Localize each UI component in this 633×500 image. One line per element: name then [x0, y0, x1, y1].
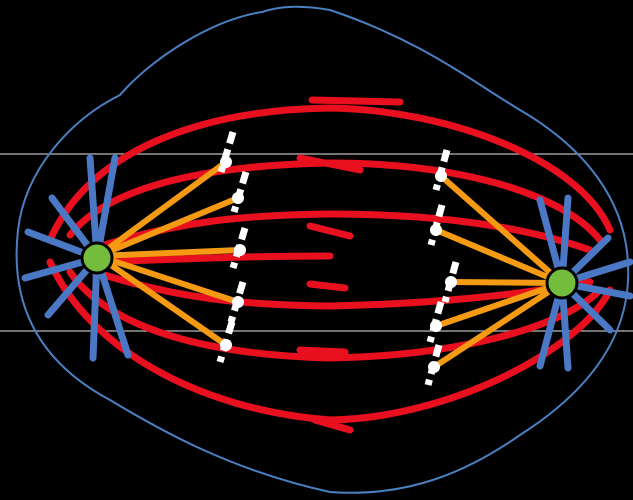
- kinetochore-microtubule-right-3: [451, 282, 562, 283]
- centromere: [430, 224, 442, 236]
- polar-microtubule-stub-4: [310, 284, 345, 288]
- chromatid-arm: [234, 172, 246, 212]
- polar-microtubule-outer-top: [50, 108, 610, 240]
- chromatid: [231, 282, 244, 322]
- centrosome-left: [82, 243, 112, 273]
- polar-microtubule-stub-5: [300, 350, 345, 352]
- chromatid: [220, 322, 232, 362]
- centromere: [234, 244, 246, 256]
- centromere: [232, 192, 244, 204]
- chromatid: [430, 205, 442, 245]
- centromere: [430, 320, 442, 332]
- chromatid: [430, 302, 442, 342]
- centromere: [435, 170, 447, 182]
- chromatid: [445, 262, 457, 302]
- polar-microtubule-stub-1: [312, 100, 400, 102]
- chromatid: [233, 228, 246, 268]
- polar-microtubule-stub-3: [310, 226, 350, 236]
- kinetochore-microtubule-right-4: [436, 283, 562, 326]
- centromere: [220, 339, 232, 351]
- chromatid: [232, 172, 246, 212]
- centromere: [232, 296, 244, 308]
- kinetochore-microtubule-right-1: [441, 176, 562, 283]
- centromere: [220, 156, 232, 168]
- centromere: [428, 361, 440, 373]
- centrosome-right: [547, 268, 577, 298]
- centromere: [445, 276, 457, 288]
- chromatid: [220, 132, 233, 172]
